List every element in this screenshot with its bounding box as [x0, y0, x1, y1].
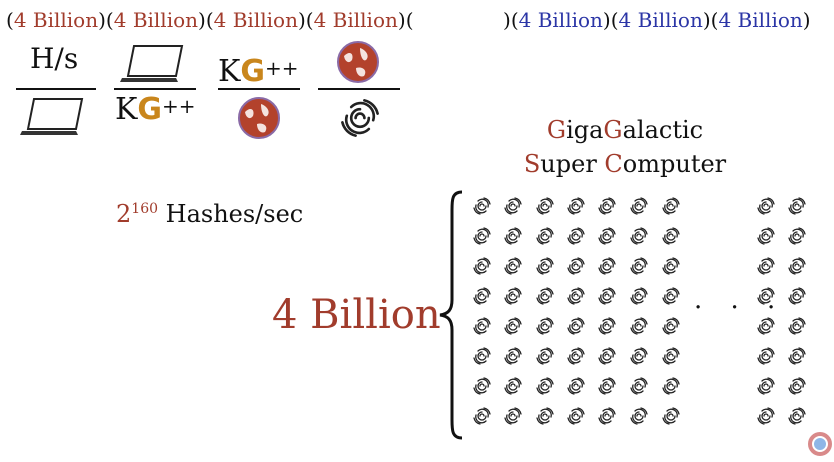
- corner-widget-icon[interactable]: [808, 432, 832, 456]
- laptop-icon: [20, 98, 84, 135]
- galaxy-icon: [473, 287, 491, 305]
- top-blue-label-2: 4 Billion: [618, 8, 703, 32]
- galaxy-icon: [598, 257, 616, 275]
- galaxy-icon: [757, 347, 775, 365]
- galaxy-icon: [567, 287, 585, 305]
- galaxy-icon: [630, 317, 648, 335]
- galaxy-icon: [662, 257, 680, 275]
- galaxy-icon: [598, 227, 616, 245]
- ellipsis: · · ·: [694, 293, 786, 323]
- galaxy-icon: [504, 287, 522, 305]
- galaxy-icon: [788, 257, 806, 275]
- earth-icon: [238, 97, 280, 139]
- galaxy-icon: [341, 99, 379, 137]
- galaxy-icon: [504, 197, 522, 215]
- laptop-icon: [120, 45, 184, 82]
- galaxy-icon: [788, 287, 806, 305]
- galaxy-icon: [662, 377, 680, 395]
- galaxy-icon: [788, 407, 806, 425]
- galaxy-icon: [567, 347, 585, 365]
- top-line: (4 Billion)(4 Billion)(4 Billion)(4 Bill…: [6, 8, 414, 32]
- hash-rate: 2160 Hashes/sec: [116, 200, 304, 228]
- galaxy-icon: [536, 347, 554, 365]
- fraction-line-3: [218, 88, 300, 90]
- galaxy-icon: [567, 227, 585, 245]
- fraction-line-4: [318, 88, 400, 90]
- galaxy-icon: [598, 377, 616, 395]
- top-blue-label-3: 4 Billion: [718, 8, 803, 32]
- galaxy-icon: [788, 227, 806, 245]
- galaxy-icon: [567, 317, 585, 335]
- galaxy-icon: [630, 257, 648, 275]
- galaxy-icon: [630, 407, 648, 425]
- galaxy-icon: [536, 197, 554, 215]
- galaxy-icon: [473, 197, 491, 215]
- galaxy-icon: [757, 257, 775, 275]
- galaxy-icon: [757, 407, 775, 425]
- fraction-line-1: [16, 88, 96, 90]
- galaxy-icon: [662, 317, 680, 335]
- galaxy-icon: [788, 347, 806, 365]
- galaxy-icon: [630, 197, 648, 215]
- earth-icon: [337, 41, 379, 83]
- galaxy-icon: [788, 317, 806, 335]
- kg-plus-label: KG++: [218, 54, 299, 89]
- hs-label: H/s: [30, 42, 79, 75]
- galaxy-icon: [598, 407, 616, 425]
- galaxy-icon: [473, 347, 491, 365]
- galaxy-icon: [567, 197, 585, 215]
- galaxy-icon: [757, 227, 775, 245]
- galaxy-icon: [504, 377, 522, 395]
- top-line-right: )(4 Billion)(4 Billion)(4 Billion): [503, 8, 811, 32]
- top-red-label-1: 4 Billion: [13, 8, 99, 32]
- galaxy-icon: [504, 317, 522, 335]
- galaxy-icon: [536, 407, 554, 425]
- galaxy-icon: [662, 407, 680, 425]
- galaxy-icon: [504, 227, 522, 245]
- top-red-label-2: 4 Billion: [113, 8, 199, 32]
- galaxy-icon: [598, 197, 616, 215]
- galaxy-icon: [630, 287, 648, 305]
- top-red-label-3: 4 Billion: [213, 8, 298, 32]
- galaxy-icon: [536, 227, 554, 245]
- top-blue-label-1: 4 Billion: [518, 8, 603, 32]
- galaxy-icon: [473, 227, 491, 245]
- galaxy-icon: [536, 377, 554, 395]
- fraction-line-2: [114, 88, 196, 90]
- galaxy-icon: [567, 257, 585, 275]
- galaxy-icon: [473, 407, 491, 425]
- galaxy-icon: [788, 197, 806, 215]
- galaxy-icon: [662, 287, 680, 305]
- galaxy-icon: [630, 377, 648, 395]
- galaxy-icon: [598, 317, 616, 335]
- galaxy-icon: [504, 407, 522, 425]
- galaxy-icon: [630, 347, 648, 365]
- galaxy-icon: [662, 347, 680, 365]
- galaxy-icon: [757, 317, 775, 335]
- billion-label: 4 Billion: [272, 292, 441, 338]
- galaxy-icon: [788, 377, 806, 395]
- left-brace: [439, 190, 463, 440]
- galaxy-icon: [504, 347, 522, 365]
- galaxy-icon: [567, 377, 585, 395]
- galaxy-icon: [757, 197, 775, 215]
- galaxy-icon: [598, 347, 616, 365]
- kg-plus-label: KG++: [115, 92, 196, 127]
- galaxy-icon: [757, 287, 775, 305]
- galaxy-icon: [630, 227, 648, 245]
- galaxy-icon: [662, 227, 680, 245]
- galaxy-icon: [473, 257, 491, 275]
- top-red-label-4: 4 Billion: [313, 8, 398, 32]
- galaxy-icon: [662, 197, 680, 215]
- page-title: GigaGalactic Super Computer: [523, 116, 727, 178]
- galaxy-icon: [504, 257, 522, 275]
- galaxy-icon: [757, 377, 775, 395]
- galaxy-icon: [536, 317, 554, 335]
- galaxy-icon: [536, 287, 554, 305]
- galaxy-icon: [536, 257, 554, 275]
- galaxy-icon: [473, 377, 491, 395]
- galaxy-icon: [473, 317, 491, 335]
- galaxy-icon: [598, 287, 616, 305]
- galaxy-icon: [567, 407, 585, 425]
